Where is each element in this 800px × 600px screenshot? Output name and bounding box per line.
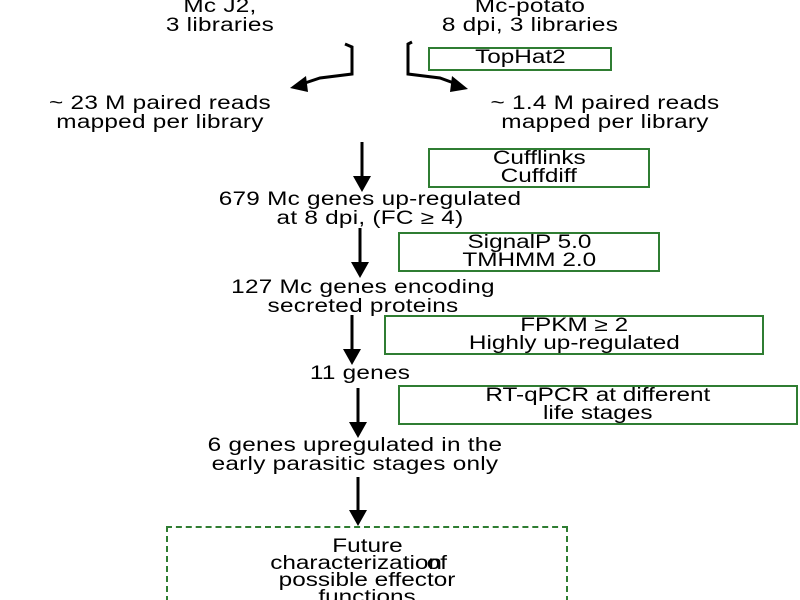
arrow-to-future-head [349,510,367,526]
arrow-to-six-head [349,422,367,438]
node-mapped-left: ~ 23 M paired reads mapped per library [49,93,271,133]
arrow-left-merge-head [290,76,308,92]
arrow-right-merge [406,40,463,88]
node-eleven: 11 genes [309,363,411,384]
node-source-right: Mc-potato 8 dpi, 3 libraries [441,0,619,36]
tool-box-tophat: TopHat2 [428,47,612,71]
node-upregulated: 679 Mc genes up-regulated at 8 dpi, (FC … [218,189,522,229]
node-source-left: Mc J2, 3 libraries [165,0,275,36]
tool-box-signalp: SignalP 5.0 TMHMM 2.0 [398,232,660,272]
arrow-to-secreted-head [351,262,369,278]
tool-box-rtqpcr: RT-qPCR at different life stages [398,385,798,425]
arrow-to-upregulated-head [353,176,371,192]
arrow-to-eleven-head [343,349,361,365]
tool-box-cufflinks: Cufflinks Cuffdiff [428,148,650,188]
tool-box-fpkm: FPKM ≥ 2 Highly up-regulated [384,315,764,355]
node-future: Future characterization of possible effe… [166,526,568,600]
arrow-right-merge-head [450,76,468,92]
node-six: 6 genes upregulated in the early parasit… [207,435,503,475]
node-secreted: 127 Mc genes encoding secreted proteins [231,277,495,317]
arrow-left-merge [295,42,354,88]
node-mapped-right: ~ 1.4 M paired reads mapped per library [490,93,720,133]
